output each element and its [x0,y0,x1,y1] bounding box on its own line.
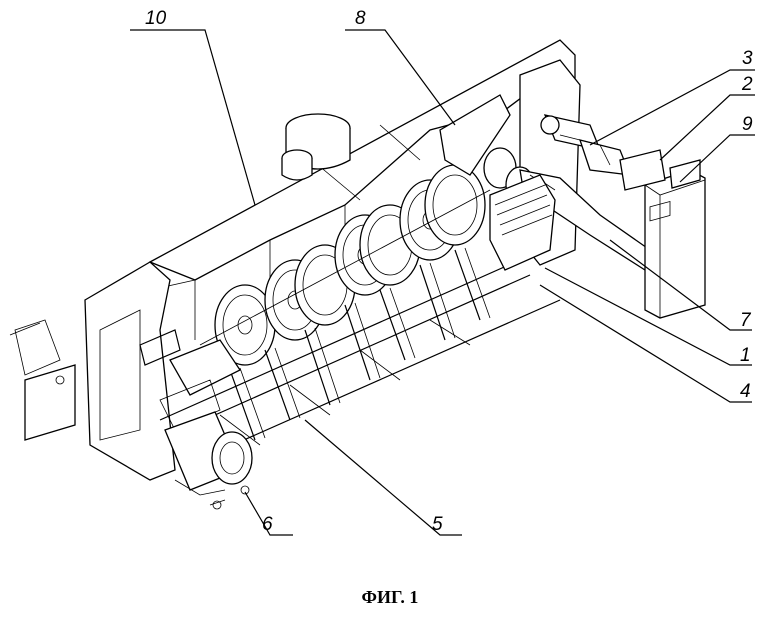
figure-caption: ФИГ. 1 [362,587,419,607]
left-cabinet [10,320,75,440]
callout-6: 6 [262,514,273,535]
callout-8: 8 [355,8,366,29]
callout-10: 10 [145,8,167,29]
callout-9: 9 [742,114,753,135]
callout-3: 3 [742,48,753,69]
wheelset-7 [425,165,485,245]
callout-5: 5 [432,514,443,535]
callout-7: 7 [740,310,752,331]
callout-4: 4 [740,381,751,402]
electric-motor [165,412,252,509]
callout-2: 2 [741,74,753,95]
callout-1: 1 [740,345,751,366]
control-cabinet [620,150,705,318]
